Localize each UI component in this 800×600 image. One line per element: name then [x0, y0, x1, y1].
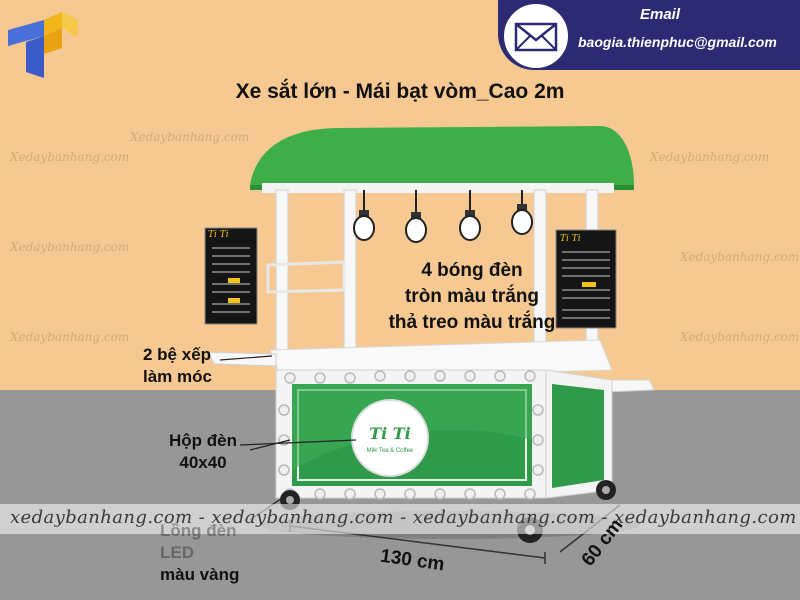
faint-watermark: Xedaybanhang.com: [130, 130, 250, 144]
brand-tagline: Milk Tea & Coffee: [366, 448, 414, 454]
faint-watermark: Xedaybanhang.com: [10, 150, 130, 164]
hooks-annotation: 2 bệ xếp làm móc: [143, 344, 233, 388]
lightbox-annotation: Hộp đèn 40x40: [168, 430, 238, 474]
brand-logo-text: Ti Ti: [369, 424, 411, 443]
bulbs-line-3: thả treo màu trắng: [388, 312, 556, 333]
watermark-strip: [0, 504, 800, 534]
email-label: Email: [639, 6, 681, 23]
faint-watermark: Xedaybanhang.com: [680, 250, 800, 264]
logo-icon: [8, 12, 78, 78]
hooks-line-2: làm móc: [143, 367, 212, 386]
bulbs-annotation: 4 bóng đèn tròn màu trắng thả treo màu t…: [376, 258, 568, 336]
hooks-line-1: 2 bệ xếp: [143, 345, 212, 364]
page-title: Xe sắt lớn - Mái bạt vòm_Cao 2m: [235, 80, 565, 103]
led-annotation: Lồng đèn LED màu vàng: [160, 520, 250, 586]
bulb-icon: [353, 190, 533, 243]
faint-watermark: Xedaybanhang.com: [10, 240, 130, 254]
menu-brand-left: Ti Ti: [208, 230, 229, 240]
email-address[interactable]: baogia.thienphuc@gmail.com: [578, 34, 777, 50]
bulbs-line-1: 4 bóng đèn: [421, 260, 523, 281]
bulbs-line-2: tròn màu trắng: [404, 286, 540, 307]
lightbox-line-1: Hộp đèn: [169, 431, 237, 450]
menu-brand-right: Ti Ti: [560, 234, 581, 244]
led-line-1: Lồng đèn LED: [160, 521, 237, 562]
faint-watermark: Xedaybanhang.com: [680, 330, 800, 344]
led-line-2: màu vàng: [160, 565, 240, 584]
envelope-icon[interactable]: [502, 2, 570, 70]
lightbox-line-2: 40x40: [179, 453, 227, 472]
watermark-text: xedaybanhang.com - xedaybanhang.com - xe…: [10, 507, 797, 528]
faint-watermark: Xedaybanhang.com: [650, 150, 770, 164]
faint-watermark: Xedaybanhang.com: [10, 330, 130, 344]
